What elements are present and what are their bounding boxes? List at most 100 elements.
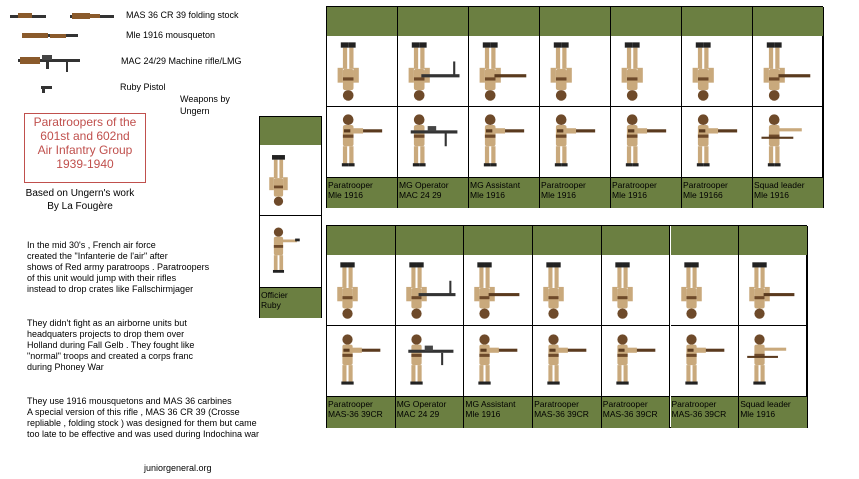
column-header: [464, 226, 534, 255]
soldier-figure-icon: [337, 42, 359, 101]
text-line: repliable , folding stock ) was designed…: [27, 418, 257, 428]
soldier-figure-icon: [763, 42, 811, 101]
text-line: Holland during Fall Gelb . They fought l…: [27, 340, 195, 350]
figure-cell: [464, 326, 534, 397]
figure-cell: [682, 107, 753, 178]
column-header: [533, 226, 602, 255]
figure-cell: [601, 326, 671, 397]
figure-cell: [260, 216, 322, 288]
column-header: [540, 7, 611, 36]
weapon-label: Ruby Pistol: [120, 82, 166, 92]
text-line: They didn't fight as an airborne units b…: [27, 318, 187, 328]
figure-cell: [739, 255, 808, 326]
figure-cell: [327, 36, 398, 107]
figure-cell: [533, 255, 602, 326]
figure-cell: [398, 36, 469, 107]
history-paragraph: In the mid 30's , French air force creat…: [27, 240, 267, 295]
figure-cell: [739, 326, 808, 397]
soldier-figure-icon: [405, 262, 456, 319]
soldier-figure-icon: [269, 155, 288, 206]
soldier-figure-icon: [341, 334, 381, 385]
figure-cell: [540, 36, 611, 107]
soldier-figure-icon: [680, 262, 702, 319]
credit-line: Based on Ungern's work: [25, 188, 135, 199]
figure-cell: [469, 36, 540, 107]
figure-cell: [395, 255, 465, 326]
figure-cell: [533, 326, 602, 397]
column-header: [327, 226, 396, 255]
column-header: [469, 7, 540, 36]
author-credit: Based on Ungern's work By La Fougère: [10, 187, 150, 213]
figure-cell: [601, 255, 671, 326]
soldier-figure-icon: [749, 262, 795, 319]
figure-cell: [327, 255, 396, 326]
history-paragraph: They didn't fight as an airborne units b…: [27, 318, 267, 373]
text-line: shows of Red army paratroops . Paratroop…: [27, 262, 210, 272]
soldier-figure-icon: [407, 334, 454, 385]
figure-cell: [753, 107, 824, 178]
soldier-figure-icon: [747, 334, 787, 385]
site-footer: juniorgeneral.org: [144, 463, 212, 473]
column-header: [327, 7, 398, 36]
credit-line: By La Fougère: [47, 201, 113, 212]
machine-rifle-icon: [18, 55, 80, 72]
soldier-figure-icon: [478, 334, 518, 385]
text-line: A special version of this rifle , MAS 36…: [27, 407, 240, 417]
soldier-figure-icon: [692, 42, 714, 101]
figure-cell: [682, 36, 753, 107]
figure-cell: [611, 36, 682, 107]
column-header: [753, 7, 824, 36]
figure-cell: [611, 107, 682, 178]
figure-cell: [398, 107, 469, 178]
pistol-icon: [41, 86, 52, 93]
soldier-figure-icon: [543, 262, 564, 319]
figure-cell: [327, 107, 398, 178]
title-line: 601st and 602nd: [40, 129, 130, 143]
soldier-figure-icon: [554, 114, 596, 167]
soldier-figure-icon: [625, 114, 667, 167]
text-line: In the mid 30's , French air force: [27, 240, 156, 250]
figure-cell: [260, 145, 322, 216]
soldier-figure-icon: [337, 262, 358, 319]
carbine-icon: [22, 33, 78, 38]
soldier-figure-icon: [341, 114, 383, 167]
soldier-figure-icon: [616, 334, 656, 385]
text-line: of this unit would jump with their rifle…: [27, 273, 177, 283]
figure-cell: [753, 36, 824, 107]
soldier-figure-icon: [474, 262, 520, 319]
strip-header: [260, 117, 322, 145]
history-paragraph: They use 1916 mousquetons and MAS 36 car…: [27, 396, 317, 440]
text-line: during Phoney War: [27, 362, 104, 372]
soldier-figure-icon: [483, 114, 525, 167]
folding-rifle-icon: [10, 13, 114, 19]
title-line: Air Infantry Group: [37, 143, 133, 157]
weapons-credit-line: Ungern: [180, 106, 210, 116]
figure-cell: [540, 107, 611, 178]
soldier-figure-icon: [479, 42, 527, 101]
text-line: "normal" troops and created a corps fran…: [27, 351, 193, 361]
soldier-figure-icon: [684, 334, 724, 385]
weapon-label: Mle 1916 mousqueton: [126, 30, 216, 40]
figure-cell: [670, 326, 740, 397]
title-line: Paratroopers of the: [33, 115, 137, 129]
weapon-label: MAC 24/29 Machine rifle/LMG: [121, 56, 242, 66]
text-line: headquaters projects to drop them over: [27, 329, 185, 339]
column-header: [682, 7, 753, 36]
column-header: [670, 226, 740, 255]
weapon-label: MAS 36 CR 39 folding stock: [126, 10, 239, 20]
soldier-figure-icon: [408, 42, 460, 101]
soldier-figure-icon: [696, 114, 738, 167]
column-header: [611, 7, 682, 36]
